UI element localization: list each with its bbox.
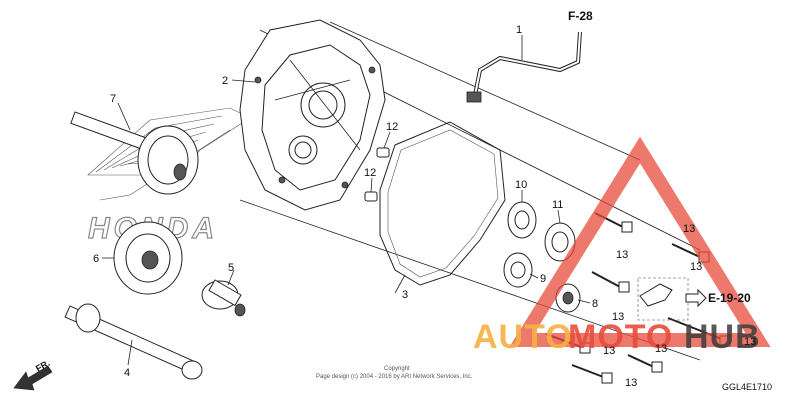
callout-13-d: 13: [612, 311, 624, 323]
callout-6: 6: [93, 253, 99, 265]
callout-13-f: 13: [655, 343, 667, 355]
bearing-8: [555, 283, 581, 313]
ref-e-19-20: E-19-20: [708, 291, 751, 305]
callout-12-lower: 12: [364, 167, 376, 179]
case-gasket: [379, 121, 506, 286]
counter-gear: [113, 221, 183, 295]
diagram-code: GGL4E1710: [722, 382, 772, 392]
callout-13-g: 13: [744, 336, 756, 348]
callout-7: 7: [110, 93, 116, 105]
drive-shaft-gear: [70, 111, 199, 195]
callout-13-c: 13: [690, 261, 702, 273]
callout-3: 3: [402, 289, 408, 301]
bearing-9: [503, 252, 533, 288]
front-direction-arrow: FR.: [13, 358, 53, 391]
ref-f-28: F-28: [568, 9, 593, 23]
watermark-moto: MOTO: [568, 318, 673, 356]
callout-13-a: 13: [683, 223, 695, 235]
bracket-e-19-20: [637, 277, 707, 321]
watermark-hub: HUB: [684, 318, 761, 356]
callout-10: 10: [515, 179, 527, 191]
callout-5: 5: [228, 262, 234, 274]
callout-13-b: 13: [616, 249, 628, 261]
small-gear: [201, 279, 246, 317]
callout-13-e: 13: [603, 345, 615, 357]
final-shaft: [64, 303, 203, 380]
copyright-title: Copyright: [384, 366, 410, 372]
dowel-pins: [364, 147, 390, 202]
callout-11: 11: [552, 199, 563, 211]
callout-2: 2: [222, 75, 228, 87]
bearing-10: [507, 201, 537, 239]
callout-8: 8: [592, 298, 598, 310]
callout-9: 9: [540, 273, 546, 285]
callout-12-upper: 12: [386, 121, 398, 133]
autohub-watermark: AUTO MOTO HUB: [473, 136, 771, 356]
watermark-auto: AUTO: [473, 318, 573, 356]
leader-lines: [102, 35, 591, 366]
transmission-case: [239, 19, 386, 211]
callout-13-h: 13: [625, 377, 637, 389]
copyright-text: Page design (c) 2004 - 2016 by ARI Netwo…: [316, 374, 473, 380]
callout-1: 1: [516, 24, 522, 36]
oil-seal-11: [544, 222, 576, 262]
callout-4: 4: [124, 367, 130, 379]
breather-tube: [466, 31, 582, 103]
